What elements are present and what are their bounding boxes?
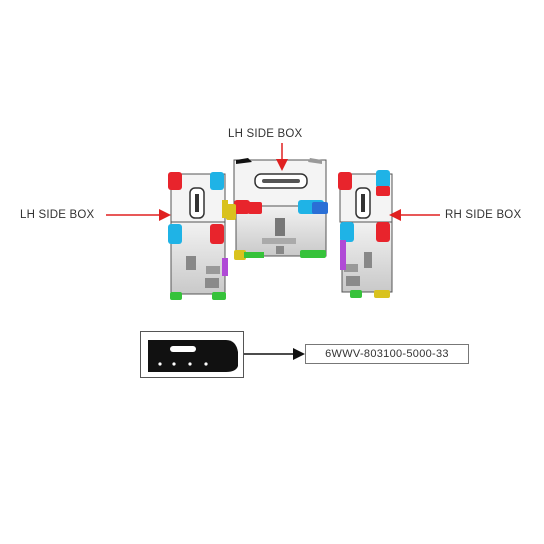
label-lh-side-box-top: LH SIDE BOX	[228, 128, 303, 140]
label-lh-side-box-left: LH SIDE BOX	[20, 209, 95, 221]
rh-side-box-illustration	[338, 170, 393, 298]
part-number-box: 6WWV-803100-5000-33	[305, 344, 469, 364]
part-image-frame	[140, 331, 244, 378]
lh-side-box-left-illustration	[168, 172, 228, 300]
label-rh-side-box: RH SIDE BOX	[445, 209, 522, 221]
lh-side-box-center-illustration	[226, 158, 328, 260]
